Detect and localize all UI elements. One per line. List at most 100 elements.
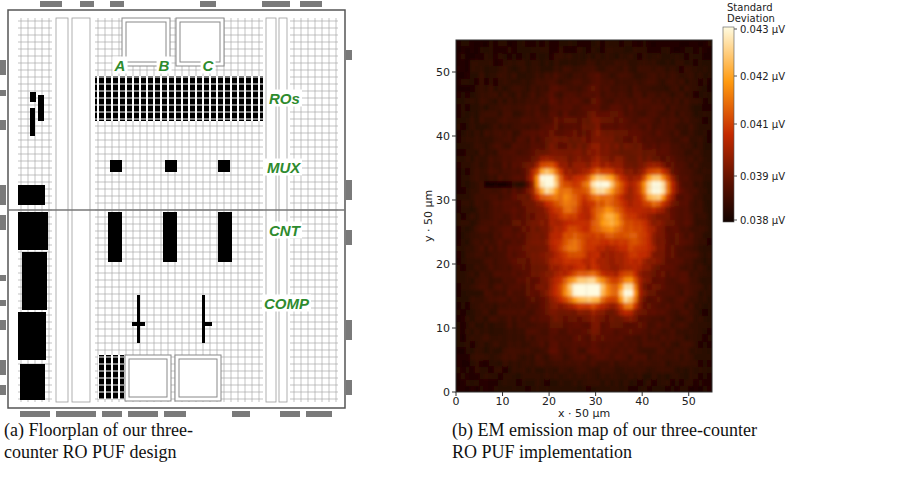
- heat-cell: [517, 85, 522, 92]
- heat-cell: [591, 72, 596, 79]
- heat-cell: [461, 136, 466, 143]
- heat-cell: [507, 277, 512, 284]
- heat-cell: [521, 328, 526, 335]
- heat-cell: [582, 322, 587, 329]
- heat-cell: [498, 40, 503, 47]
- heat-cell: [503, 386, 508, 392]
- heat-cell: [549, 149, 554, 156]
- heat-cell: [489, 117, 494, 124]
- hard-blocks: [122, 18, 224, 401]
- heat-cell: [512, 53, 517, 60]
- heat-cell: [498, 386, 503, 392]
- heat-cell: [600, 155, 605, 162]
- heat-cell: [582, 302, 587, 309]
- heat-cell: [600, 296, 605, 303]
- heat-cell: [596, 40, 601, 47]
- heat-cell: [549, 264, 554, 271]
- heat-cell: [535, 290, 540, 297]
- heat-cell: [535, 66, 540, 73]
- heat-cell: [568, 59, 573, 66]
- heat-cell: [544, 315, 549, 322]
- heat-cell: [610, 98, 615, 105]
- heat-cell: [610, 264, 615, 271]
- heat-cell: [568, 277, 573, 284]
- heat-cell: [479, 78, 484, 85]
- heat-cell: [563, 347, 568, 354]
- heat-cell: [582, 98, 587, 105]
- heat-cell: [456, 104, 461, 111]
- heat-cell: [577, 226, 582, 233]
- heat-cell: [512, 104, 517, 111]
- heat-cell: [493, 238, 498, 245]
- heat-cell: [512, 283, 517, 290]
- mux-blocks: [110, 160, 230, 172]
- heat-cell: [526, 187, 531, 194]
- heat-cell: [498, 72, 503, 79]
- heat-cell: [521, 213, 526, 220]
- heat-cell: [554, 78, 559, 85]
- heat-cell: [544, 379, 549, 386]
- heat-cell: [605, 187, 610, 194]
- heat-cell: [461, 238, 466, 245]
- heat-cell: [535, 187, 540, 194]
- heat-cell: [582, 85, 587, 92]
- heat-cell: [526, 296, 531, 303]
- heat-cell: [507, 130, 512, 137]
- heat-cell: [470, 194, 475, 201]
- heat-cell: [572, 85, 577, 92]
- heat-cell: [563, 155, 568, 162]
- heat-cell: [535, 123, 540, 130]
- heat-cell: [586, 226, 591, 233]
- heat-cell: [614, 206, 619, 213]
- heat-cell: [461, 366, 466, 373]
- heat-cell: [535, 130, 540, 137]
- heat-cell: [475, 162, 480, 169]
- heat-cell: [577, 78, 582, 85]
- heat-cell: [619, 206, 624, 213]
- heat-cell: [493, 155, 498, 162]
- heat-cell: [530, 251, 535, 258]
- heat-cell: [493, 226, 498, 233]
- heat-cell: [475, 219, 480, 226]
- heat-cell: [465, 181, 470, 188]
- heat-cell: [493, 98, 498, 105]
- heat-cell: [484, 142, 489, 149]
- heat-cell: [526, 78, 531, 85]
- heat-cell: [517, 290, 522, 297]
- heat-cell: [526, 162, 531, 169]
- heat-cell: [591, 98, 596, 105]
- heat-cell: [489, 245, 494, 252]
- heat-cell: [521, 379, 526, 386]
- heat-cell: [498, 110, 503, 117]
- heat-cell: [540, 98, 545, 105]
- heat-cell: [572, 98, 577, 105]
- heat-cell: [498, 181, 503, 188]
- heat-cell: [475, 322, 480, 329]
- heat-cell: [577, 347, 582, 354]
- heat-cell: [503, 283, 508, 290]
- heat-cell: [605, 309, 610, 316]
- heat-cell: [498, 290, 503, 297]
- heat-cell: [544, 181, 549, 188]
- heat-cell: [610, 309, 615, 316]
- heat-cell: [470, 290, 475, 297]
- heat-cell: [456, 40, 461, 47]
- heat-cell: [475, 46, 480, 53]
- heat-cell: [572, 322, 577, 329]
- heat-cell: [498, 168, 503, 175]
- heat-cell: [498, 258, 503, 265]
- heat-cell: [530, 85, 535, 92]
- heat-cell: [479, 334, 484, 341]
- heat-cell: [498, 296, 503, 303]
- heat-cell: [465, 72, 470, 79]
- heat-cell: [535, 258, 540, 265]
- heat-cell: [521, 155, 526, 162]
- heat-cell: [461, 290, 466, 297]
- heat-cell: [456, 59, 461, 66]
- heat-cell: [526, 98, 531, 105]
- heat-cell: [484, 264, 489, 271]
- heat-cell: [554, 354, 559, 361]
- heat-cell: [591, 219, 596, 226]
- heat-cell: [614, 290, 619, 297]
- heat-cell: [530, 168, 535, 175]
